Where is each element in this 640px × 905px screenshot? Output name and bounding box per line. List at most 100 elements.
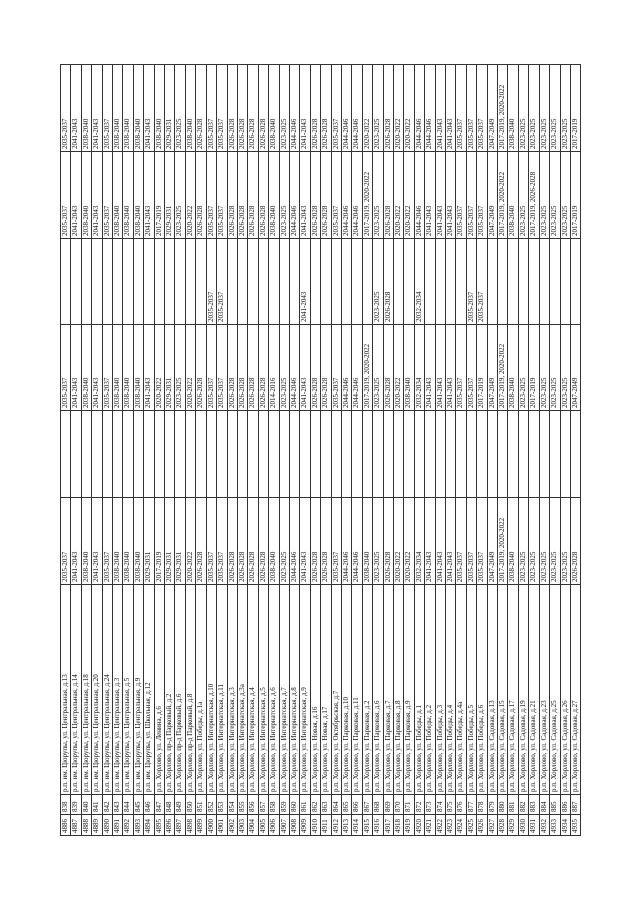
cell-period-1: 2026-2028: [237, 497, 248, 585]
cell-period-5: 2035-2037: [60, 151, 71, 239]
cell-address: р.п. Хорлово, ул. Октябрьская, д.7: [331, 584, 342, 795]
cell-period-6: 2038-2040: [154, 64, 165, 152]
cell-row-number: 4894: [143, 814, 155, 836]
cell-period-2: [102, 410, 113, 498]
cell-row-number: 4930: [518, 814, 529, 836]
cell-period-4: [70, 238, 82, 325]
cell-period-1: 2035-2037: [466, 497, 477, 585]
cell-period-5: 2035-2037: [216, 151, 227, 239]
cell-period-6: 2044-2046: [289, 64, 300, 152]
cell-period-4: [122, 238, 134, 325]
cell-row-number: 4928: [497, 814, 508, 836]
cell-period-3: 2020-2022: [185, 324, 196, 411]
cell-house-number: 840: [81, 794, 92, 815]
cell-period-5: 2041-2043: [299, 151, 311, 239]
cell-period-1: 2029-2031: [143, 497, 155, 585]
cell-period-5: 2020-2022: [403, 151, 415, 239]
cell-period-2: [227, 410, 238, 498]
cell-row-number: 4907: [279, 814, 290, 836]
cell-period-4: [455, 238, 467, 325]
cell-period-2: [268, 410, 280, 498]
cell-period-4: [174, 238, 186, 325]
cell-period-3: 2026-2028: [227, 324, 238, 411]
cell-address: р.п. Хорлово, ул. Парковая, д.6: [372, 584, 384, 795]
cell-period-1: 2035-2037: [476, 497, 488, 585]
cell-period-2: [289, 410, 300, 498]
cell-address: р.п. Хорлово, ул. Интернатская, д.5: [258, 584, 269, 795]
cell-address: р.п. им. Цюрупы, ул. Центральная, д.5: [122, 584, 134, 795]
cell-period-6: 2026-2028: [195, 64, 207, 152]
cell-row-number: 4921: [424, 814, 436, 836]
cell-address: р.п. Хорлово, ул. Победы, д.1а: [195, 584, 207, 795]
cell-address: р.п. Хорлово, ул. Парковая, д.10: [341, 584, 352, 795]
cell-address: р.п. Хорлово, ул. Победы, д.6: [476, 584, 488, 795]
cell-period-5: 2038-2040: [133, 151, 144, 239]
cell-address: р.п. им. Цюрупы, ул. Центральная, д.20: [91, 584, 103, 795]
cell-row-number: 4932: [539, 814, 550, 836]
cell-house-number: 863: [320, 794, 332, 815]
cell-period-1: 2044-2046: [351, 497, 363, 585]
cell-period-4: 2026-2028: [383, 238, 394, 325]
cell-period-2: [216, 410, 227, 498]
cell-period-4: [310, 238, 321, 325]
cell-period-2: [507, 410, 519, 498]
cell-house-number: 873: [424, 794, 436, 815]
cell-period-5: 2026-2028: [247, 151, 259, 239]
cell-house-number: 856: [247, 794, 259, 815]
cell-period-5: 2035-2037: [455, 151, 467, 239]
cell-address: р.п. Хорлово, ул. Садовая, д.26: [560, 584, 571, 795]
cell-period-6: 2035-2037: [206, 64, 217, 152]
cell-house-number: 865: [341, 794, 352, 815]
cell-period-1: 2023-2025: [539, 497, 550, 585]
cell-address: р.п. им. Цюрупы, ул. Центральная, д.9: [133, 584, 144, 795]
cell-period-5: 2026-2028: [227, 151, 238, 239]
cell-row-number: 4918: [393, 814, 404, 836]
cell-period-3: 2041-2043: [424, 324, 436, 411]
cell-period-2: [435, 410, 446, 498]
cell-house-number: 871: [403, 794, 415, 815]
cell-address: р.п. Хорлово, ул. Победы, д.5: [466, 584, 477, 795]
cell-house-number: 847: [154, 794, 165, 815]
cell-period-1: 2038-2040: [122, 497, 134, 585]
cell-period-1: 2026-2028: [258, 497, 269, 585]
cell-period-3: 2029-2031: [164, 324, 175, 411]
cell-period-1: 2023-2025: [279, 497, 290, 585]
cell-period-6: 2041-2043: [435, 64, 446, 152]
cell-period-4: [331, 238, 342, 325]
cell-row-number: 4898: [185, 814, 196, 836]
cell-period-6: 2017-2019: [570, 64, 581, 152]
cell-row-number: 4892: [122, 814, 134, 836]
cell-address: р.п. Хорлово, пр-д Парковый, д.6: [174, 584, 186, 795]
cell-house-number: 842: [102, 794, 113, 815]
cell-period-6: 2023-2025: [174, 64, 186, 152]
cell-period-3: 2023-2025: [174, 324, 186, 411]
cell-period-2: [258, 410, 269, 498]
cell-row-number: 4919: [403, 814, 415, 836]
cell-period-1: 2035-2037: [206, 497, 217, 585]
cell-period-1: 2038-2040: [81, 497, 92, 585]
cell-period-4: [341, 238, 352, 325]
cell-period-6: 2026-2028: [258, 64, 269, 152]
cell-period-6: 2047-2049: [487, 64, 498, 152]
cell-period-2: [174, 410, 186, 498]
cell-period-1: 2038-2040: [133, 497, 144, 585]
cell-period-6: 2044-2046: [351, 64, 363, 152]
cell-period-2: [372, 410, 384, 498]
cell-period-1: 2026-2028: [310, 497, 321, 585]
cell-row-number: 4902: [227, 814, 238, 836]
cell-period-5: 2044-2046: [289, 151, 300, 239]
cell-period-5: 2017-2019, 2020-2022: [497, 151, 508, 239]
cell-period-4: [435, 238, 446, 325]
